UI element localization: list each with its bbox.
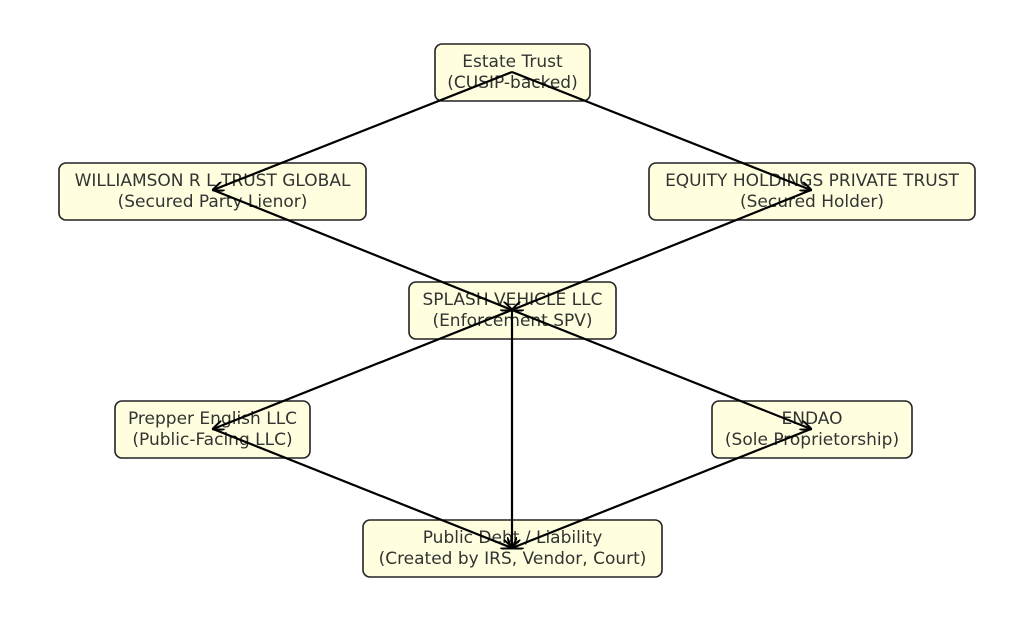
edge-williamson-to-splash [212, 188, 512, 310]
node-equity: EQUITY HOLDINGS PRIVATE TRUST(Secured Ho… [648, 162, 976, 221]
edge-estate-to-williamson [213, 70, 513, 190]
edge-equity-to-splash [512, 188, 812, 310]
node-title: Estate Trust [462, 52, 563, 72]
node-title: EQUITY HOLDINGS PRIVATE TRUST [665, 171, 959, 191]
node-subtitle: (Public-Facing LLC) [132, 430, 292, 450]
node-endao: ENDAO(Sole Proprietorship) [711, 400, 913, 459]
node-subtitle: (Sole Proprietorship) [725, 430, 899, 450]
edge-splash-to-endao [511, 308, 811, 429]
node-subtitle: (Secured Party Lienor) [118, 192, 308, 212]
edge-estate-to-equity [511, 70, 811, 190]
nodes-layer: Estate Trust(CUSIP-backed) WILLIAMSON R L… [58, 43, 976, 578]
node-williamson: WILLIAMSON R L TRUST GLOBAL(Secured Part… [58, 162, 367, 221]
node-prepper: Prepper English LLC(Public-Facing LLC) [114, 400, 311, 459]
node-subtitle: (Created by IRS, Vendor, Court) [379, 549, 647, 569]
edge-endao-to-debt [512, 427, 812, 548]
edges-layer [212, 70, 812, 548]
node-title: ENDAO [782, 409, 843, 429]
node-subtitle: (Secured Holder) [740, 192, 884, 212]
edge-prepper-to-debt [212, 427, 512, 548]
node-subtitle: (CUSIP-backed) [447, 73, 577, 93]
node-title: SPLASH VEHICLE LLC [423, 290, 603, 310]
node-title: WILLIAMSON R L TRUST GLOBAL [75, 171, 351, 191]
edge-splash-to-prepper [213, 308, 513, 429]
node-title: Prepper English LLC [128, 409, 297, 429]
